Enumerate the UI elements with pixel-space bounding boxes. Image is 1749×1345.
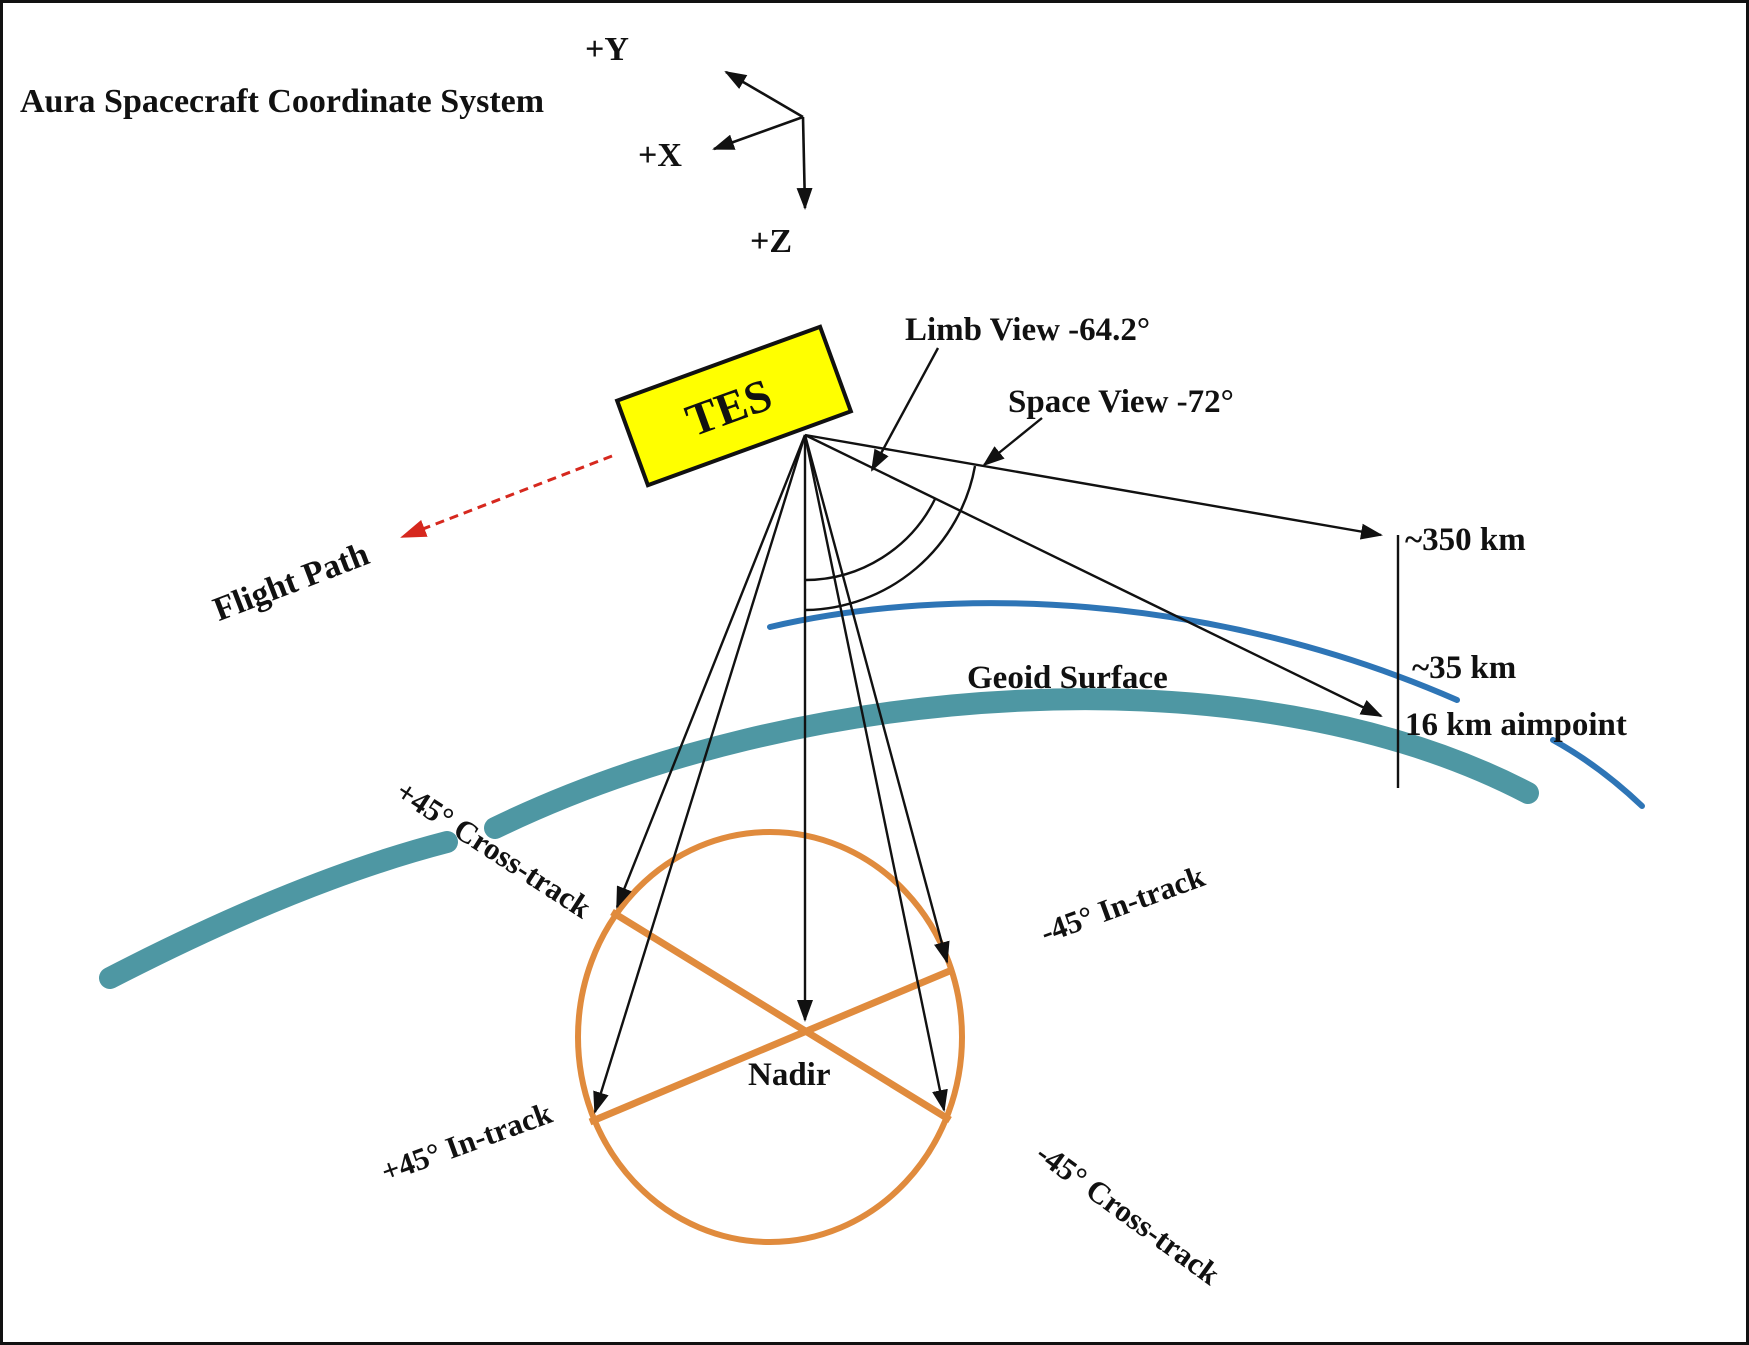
- cross-track-chord: [610, 909, 952, 1123]
- limb-view-label: Limb View -64.2°: [905, 312, 1150, 348]
- geoid-band-right-segment: [484, 688, 1539, 839]
- limb-curve-right: [1550, 737, 1645, 809]
- tes-sight-lines: [593, 347, 1400, 1114]
- z-axis-arrow: [796, 116, 813, 210]
- flight-path-arrow: [400, 454, 613, 539]
- x-axis-arrow: [712, 115, 804, 151]
- y-axis-arrow: [724, 70, 804, 119]
- aimpoint-label: 16 km aimpoint: [1405, 707, 1627, 743]
- geoid-band-left-segment: [99, 831, 458, 989]
- space-view-ray: [804, 433, 1383, 540]
- tes-box: [614, 324, 854, 488]
- y-axis-label: +Y: [585, 31, 629, 68]
- line-to-plus45-in-track: [593, 434, 807, 1114]
- tes-instrument: [614, 324, 854, 488]
- limb-angle-arc: [805, 498, 937, 582]
- flight-path-label: Flight Path: [208, 536, 374, 629]
- in-track-chord: [588, 966, 954, 1126]
- plus45-in-track-label: +45° In-track: [376, 1095, 557, 1189]
- z-axis-label: +Z: [750, 223, 792, 260]
- diagram-title: Aura Spacecraft Coordinate System: [20, 83, 544, 120]
- geoid-surface-label: Geoid Surface: [967, 660, 1168, 696]
- nadir-label: Nadir: [748, 1057, 831, 1093]
- limb-view-leader: [870, 347, 940, 472]
- space-view-leader: [982, 417, 1043, 467]
- scan-pattern: [575, 829, 965, 1245]
- altitude-35km-label: ~35 km: [1412, 650, 1516, 686]
- minus45-cross-track-label: -45° Cross-track: [1030, 1135, 1227, 1292]
- geoid-surface-band: [99, 688, 1539, 989]
- line-to-minus45-cross-track: [803, 434, 948, 1112]
- space-view-label: Space View -72°: [1008, 384, 1234, 420]
- x-axis-label: +X: [638, 137, 682, 174]
- minus45-in-track-label: -45° In-track: [1036, 858, 1210, 950]
- limb-view-ray: [804, 433, 1383, 718]
- atmosphere-limb-curves: [767, 600, 1645, 809]
- scan-circle: [575, 829, 965, 1245]
- line-to-plus45-cross-track: [615, 434, 807, 909]
- line-to-minus45-in-track: [803, 434, 950, 964]
- space-angle-arc: [805, 465, 977, 612]
- spacecraft-axes: [712, 70, 813, 210]
- altitude-350km-label: ~350 km: [1405, 522, 1526, 558]
- limb-curve-main: [767, 600, 1460, 703]
